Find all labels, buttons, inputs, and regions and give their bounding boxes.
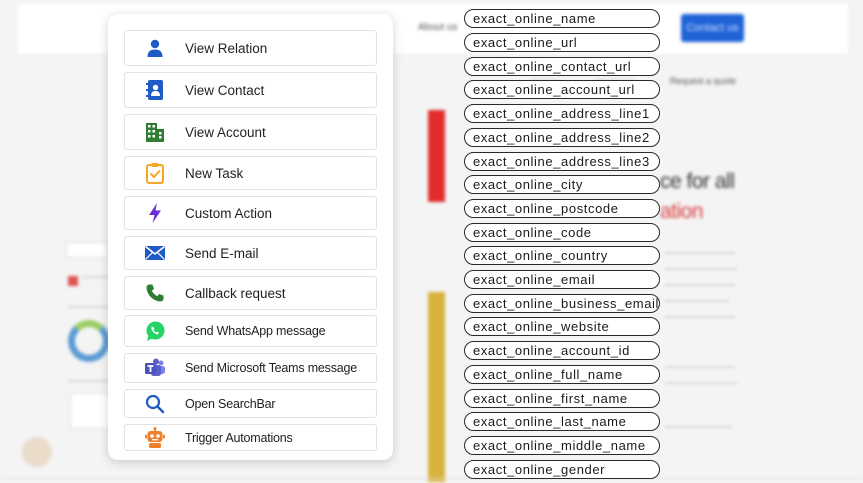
background-calendar-icon [68,276,78,286]
menu-item-label: View Account [185,124,266,140]
field-chip: exact_online_website [464,317,660,336]
field-chip: exact_online_email [464,270,660,289]
background-request-quote: Request a quote [670,76,737,86]
building-icon [125,121,185,143]
teams-icon [125,358,185,378]
background-text-line [665,426,733,428]
menu-item-send-whatsapp[interactable]: Send WhatsApp message [124,315,377,347]
menu-item-label: Send Microsoft Teams message [185,361,358,375]
field-chip: exact_online_account_url [464,80,660,99]
background-text-line [665,316,735,318]
menu-item-view-contact[interactable]: View Contact [124,72,377,108]
field-chip: exact_online_gender [464,460,660,479]
menu-item-label: Custom Action [185,205,273,221]
field-chip: exact_online_last_name [464,412,660,431]
background-text-line [665,268,737,270]
field-chip: exact_online_first_name [464,389,660,408]
background-text-line [665,366,735,368]
envelope-icon [125,245,185,261]
background-nav-about: About us [418,22,458,33]
menu-item-label: Trigger Automations [185,430,293,445]
field-chip: exact_online_business_email [464,294,660,313]
clipboard-check-icon [125,162,185,184]
phone-icon [125,283,185,303]
field-chip: exact_online_middle_name [464,436,660,455]
field-chip: exact_online_postcode [464,199,660,218]
background-text-line [665,252,735,254]
background-text-line [665,300,729,302]
background-text-line [665,382,737,384]
background-yellow-bar [428,292,445,482]
menu-item-label: Send E-mail [185,245,259,261]
background-avatar [22,437,52,467]
field-chip: exact_online_address_line2 [464,128,660,147]
field-chip: exact_online_name [464,9,660,28]
menu-item-label: Send WhatsApp message [185,324,326,338]
field-chip: exact_online_full_name [464,365,660,384]
menu-item-label: View Relation [185,40,268,56]
person-icon [125,38,185,58]
menu-item-open-searchbar[interactable]: Open SearchBar [124,389,377,418]
background-box [70,393,112,429]
menu-item-label: Callback request [185,285,286,301]
search-icon [125,394,185,414]
background-donut-chart [68,320,110,362]
background-contact-button: Contact us [681,14,744,42]
background-divider [0,478,863,479]
menu-item-custom-action[interactable]: Custom Action [124,196,377,230]
menu-item-trigger-automations[interactable]: Trigger Automations [124,424,377,451]
menu-item-send-email[interactable]: Send E-mail [124,236,377,270]
background-text-line [68,380,108,382]
background-text-line [82,276,108,278]
lightning-icon [125,202,185,224]
whatsapp-icon [125,320,185,342]
menu-item-send-teams[interactable]: Send Microsoft Teams message [124,353,377,383]
menu-item-view-relation[interactable]: View Relation [124,30,377,66]
menu-item-callback-request[interactable]: Callback request [124,276,377,310]
action-menu: View Relation View Contact View Account … [108,14,393,460]
field-chip: exact_online_address_line3 [464,152,660,171]
field-chip: exact_online_url [464,33,660,52]
menu-item-label: New Task [185,165,244,181]
menu-item-label: View Contact [185,82,265,98]
background-headline: ce for all [660,170,735,193]
menu-item-new-task[interactable]: New Task [124,156,377,190]
field-chip: exact_online_account_id [464,341,660,360]
contact-book-icon [125,79,185,101]
background-text-line [68,306,108,308]
field-chip: exact_online_country [464,246,660,265]
background-text-line [665,284,735,286]
menu-item-label: Open SearchBar [185,396,276,411]
robot-icon [125,426,185,449]
field-chip: exact_online_contact_url [464,57,660,76]
field-chip: exact_online_address_line1 [464,104,660,123]
field-chip: exact_online_code [464,223,660,242]
field-chip: exact_online_city [464,175,660,194]
background-headline-accent: ation [660,200,704,223]
background-card [66,242,108,258]
menu-item-view-account[interactable]: View Account [124,114,377,150]
background-red-bar [428,110,445,202]
